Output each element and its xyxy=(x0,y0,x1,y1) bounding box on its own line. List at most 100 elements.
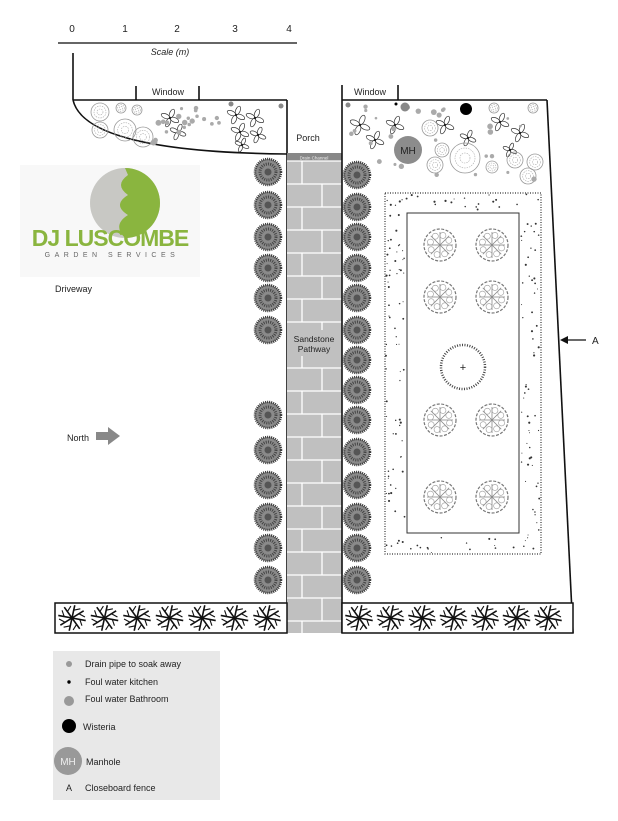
shrub xyxy=(342,565,372,595)
gravel-dot xyxy=(402,259,404,261)
gravel-dot xyxy=(528,446,531,449)
gravel-dot xyxy=(390,491,393,495)
small-plant xyxy=(160,119,166,125)
gravel-dot xyxy=(399,421,402,424)
small-plant xyxy=(376,159,382,164)
shrub xyxy=(342,437,372,467)
gravel-dot xyxy=(523,230,526,233)
small-plant xyxy=(164,130,169,134)
small-plant xyxy=(278,103,284,109)
gravel-dot xyxy=(527,256,530,259)
shrub xyxy=(342,283,372,313)
porch-label: Porch xyxy=(296,133,320,143)
gravel-dot xyxy=(533,292,536,294)
center-marker-icon: + xyxy=(460,362,466,374)
gravel-dot xyxy=(387,281,389,283)
gravel-dot xyxy=(537,529,540,531)
small-plant xyxy=(434,172,439,178)
feature-ring xyxy=(439,343,487,391)
gravel-dot xyxy=(399,269,402,272)
gravel-dot xyxy=(464,205,466,208)
gravel-dot xyxy=(416,544,419,547)
gravel-dot xyxy=(395,343,398,346)
fence-marker-label: A xyxy=(592,336,599,347)
driveway-label: Driveway xyxy=(55,284,93,294)
gravel-dot xyxy=(450,201,453,204)
ornamental-plant xyxy=(475,403,509,437)
shrub xyxy=(342,192,372,222)
small-plant xyxy=(391,126,397,132)
gravel-dot xyxy=(520,235,523,238)
gravel-dot xyxy=(494,544,496,546)
gravel-dot xyxy=(398,268,400,271)
scale-bar: 0 1 2 3 4 Scale (m) xyxy=(58,24,297,57)
pathway-label-line1: Sandstone xyxy=(294,334,335,344)
gravel-dot xyxy=(530,247,532,249)
pathway-label-line2: Pathway xyxy=(298,344,331,354)
hedge-plant xyxy=(253,605,281,631)
shrub xyxy=(253,283,283,313)
gravel-dot xyxy=(524,385,527,388)
rosette-plant xyxy=(91,121,109,139)
gravel-dot xyxy=(402,250,404,252)
gravel-dot xyxy=(512,546,515,549)
right-garden-boundary xyxy=(341,85,574,634)
shrub xyxy=(253,502,283,532)
gravel-dot xyxy=(386,253,389,256)
ornamental-plant xyxy=(475,228,509,262)
rosette-plant xyxy=(426,156,444,174)
central-bed: + xyxy=(384,192,542,555)
shrub xyxy=(342,160,372,190)
small-plant xyxy=(489,154,495,159)
small-plant xyxy=(518,124,522,128)
gravel-dot xyxy=(476,208,479,211)
gravel-dot xyxy=(521,411,523,413)
gravel-dot xyxy=(402,368,405,371)
gravel-dot xyxy=(388,315,390,317)
gravel-dot xyxy=(385,343,388,346)
small-plant xyxy=(484,154,488,158)
gravel-dot xyxy=(405,197,408,200)
shrub xyxy=(342,345,372,375)
gravel-dot xyxy=(534,511,536,513)
gravel-dot xyxy=(532,508,534,511)
small-plant xyxy=(506,170,510,174)
gravel-dot xyxy=(530,330,534,333)
shrub-rows xyxy=(253,157,372,595)
ornamental-plant xyxy=(475,480,509,514)
legend-item-fence: Closeboard fence xyxy=(85,783,156,793)
shrub xyxy=(342,405,372,435)
small-plant xyxy=(436,112,442,118)
gravel-dot xyxy=(521,282,524,284)
gravel-dot xyxy=(532,547,535,550)
sandstone-pathway xyxy=(287,160,342,633)
wisteria-marker xyxy=(460,103,472,115)
shrub xyxy=(342,253,372,283)
small-plant xyxy=(374,116,378,120)
small-plant xyxy=(153,140,158,144)
window-right-label: Window xyxy=(354,87,387,97)
gravel-dot xyxy=(525,480,527,483)
gravel-dot xyxy=(531,311,533,314)
gravel-dot xyxy=(385,274,388,277)
small-plant xyxy=(164,120,170,125)
small-plant xyxy=(487,129,494,135)
gravel-dot xyxy=(534,282,537,285)
gravel-dot xyxy=(527,388,530,390)
shrub xyxy=(253,470,283,500)
fence-symbol: A xyxy=(66,783,72,793)
gravel-dot xyxy=(521,452,523,454)
gravel-dot xyxy=(526,442,528,444)
gravel-dot xyxy=(528,457,531,460)
small-plant xyxy=(155,119,162,126)
gravel-dot xyxy=(477,203,480,205)
gravel-dot xyxy=(531,279,534,282)
gravel-dot xyxy=(537,234,540,236)
gravel-dot xyxy=(537,198,539,201)
gravel-dot xyxy=(394,204,397,206)
legend-item-kitchen: Foul water kitchen xyxy=(85,677,158,687)
gravel-dot xyxy=(520,461,523,463)
gravel-dot xyxy=(392,433,394,435)
gravel-dot xyxy=(444,199,447,202)
